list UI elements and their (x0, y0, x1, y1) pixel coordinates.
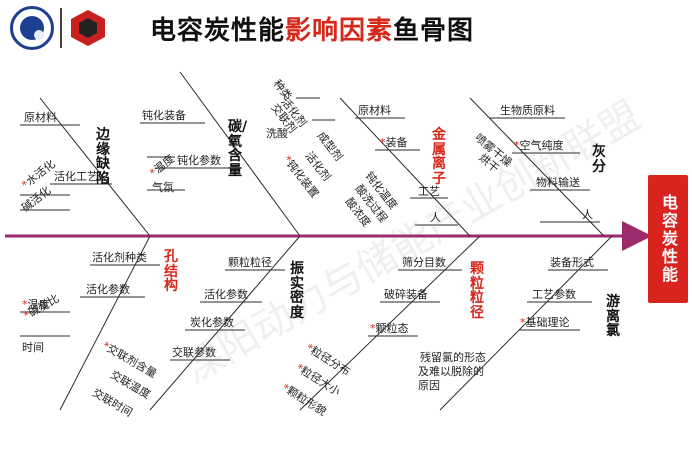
label-crushing-equipment: 破碎装备 (384, 288, 428, 301)
title-tail: 鱼骨图 (393, 16, 475, 46)
label-residual-chlorine-1: 残留氯的形态 (420, 351, 486, 364)
category-edge-defects: 边缘缺陷 (96, 127, 110, 188)
label-equipment: *装备 (380, 136, 408, 149)
label-carbonization-params: 炭化参数 (190, 316, 234, 329)
label-process-params: 工艺参数 (532, 288, 576, 301)
label-passivation-equipment-1: 钝化装备 (142, 109, 186, 122)
category-carbon-oxygen: 碳/氧含量 (228, 119, 248, 180)
label-temperature-2: *温度 (22, 298, 50, 311)
category-pore-structure: 孔结构 (164, 249, 178, 295)
label-sieve-mesh: 筛分目数 (402, 256, 446, 269)
label-residual-chlorine-2: 及难以脱除的 (418, 365, 484, 378)
label-particle-state: *颗粒态 (370, 322, 409, 335)
label-acid-wash: 洗酸 (266, 127, 288, 140)
fish-head-effect: 电容炭性能 (648, 175, 688, 303)
title-main: 电容炭性能 (150, 16, 286, 46)
page-title: 电容炭性能影响因素鱼骨图 (150, 10, 474, 47)
label-activation-process: 活化工艺 (54, 170, 98, 183)
label-time-1: 时间 (22, 341, 44, 354)
label-people-2: 人 (582, 208, 593, 221)
label-activator-type: 活化剂种类 (92, 251, 147, 264)
label-particle-size-2: 颗粒粒径 (228, 256, 272, 269)
category-tap-density: 振实密度 (290, 261, 304, 322)
university-seal-logo (10, 6, 54, 50)
label-activation-params-2: 活化参数 (204, 288, 248, 301)
title-highlight: 影响因素 (285, 16, 394, 46)
label-basic-theory: *基础理论 (520, 316, 570, 329)
label-equipment-form: 装备形式 (550, 256, 594, 269)
category-free-chlorine: 游离氯 (606, 294, 620, 340)
label-passivation-params: 钝化参数 (177, 154, 221, 167)
category-particle-size: 颗粒粒径 (470, 261, 484, 322)
category-metal-ions: 金属离子 (432, 127, 446, 188)
label-raw-material-2: 原材料 (358, 104, 391, 117)
red-hexagon-logo (71, 10, 105, 46)
label-people-1: 人 (430, 211, 441, 224)
label-raw-material-1: 原材料 (24, 111, 57, 124)
label-residual-chlorine-3: 原因 (418, 379, 440, 392)
logo-divider (60, 8, 62, 48)
label-material-transport: 物料输送 (536, 176, 580, 189)
label-process: 工艺 (418, 185, 440, 198)
label-atmosphere: 气氛 (152, 181, 174, 194)
label-crosslink-params: 交联参数 (172, 346, 216, 359)
category-ash: 灰分 (592, 144, 606, 175)
label-biomass: 生物质原料 (500, 104, 555, 117)
label-air-purity: *空气纯度 (514, 139, 564, 152)
label-activation-params-1: 活化参数 (86, 283, 130, 296)
